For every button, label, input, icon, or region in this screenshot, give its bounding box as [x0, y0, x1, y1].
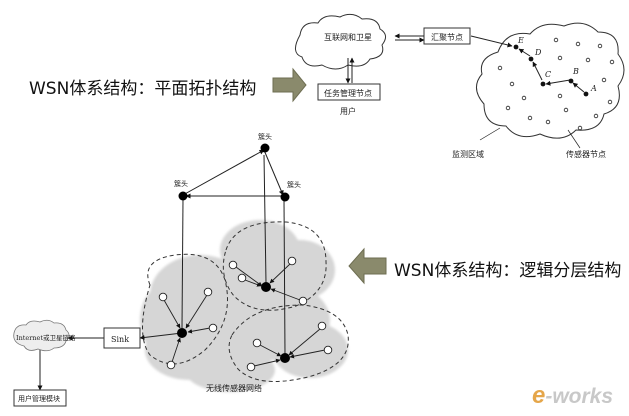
internet-label-hier: Internet或卫星链路: [16, 333, 76, 342]
cluster-head-c2: [261, 282, 271, 292]
node-d: [528, 56, 534, 62]
sink-label-hier: Sink: [111, 335, 129, 344]
caption-flat: WSN体系结构：平面拓扑结构: [29, 79, 257, 99]
internet-label: 互联网和卫星: [324, 33, 372, 42]
flat-topology: 互联网和卫星 汇聚节点 任务管理节点 用户 A: [295, 13, 625, 159]
task-manager-label: 任务管理节点: [324, 88, 372, 98]
logo-e: e: [532, 382, 546, 409]
user-mgmt-box: [13, 389, 67, 407]
routing-path: [518, 48, 585, 93]
internet-cloud: [295, 13, 386, 70]
arrow-flat: [272, 67, 307, 103]
node-e: [513, 44, 519, 50]
user-label: 用户: [340, 106, 356, 116]
cluster-head-right: [280, 192, 290, 202]
cluster-head-top: [260, 143, 270, 153]
sink-label: 汇聚节点: [431, 33, 463, 42]
member-nodes: [158, 256, 333, 372]
sensor-node-label: 传感器节点: [566, 149, 606, 159]
cluster-head-label-2: 簇头: [174, 179, 188, 188]
label-d: D: [534, 48, 542, 57]
sensor-nodes: [497, 37, 615, 131]
sink-box-hier: [103, 327, 141, 349]
label-e: E: [517, 36, 524, 45]
cluster-heads: [177, 143, 290, 363]
path-nodes: [513, 44, 589, 97]
arrow-hier: [348, 247, 387, 285]
hier-topology: 簇头 簇头 簇头 Sink I: [13, 132, 349, 407]
logo-rest: -works: [545, 385, 614, 408]
label-b: B: [572, 67, 579, 76]
user-mgmt-label: 用户管理模块: [18, 394, 60, 403]
node-b: [568, 78, 574, 84]
monitor-area-cloud: [476, 22, 625, 139]
wsn-cloud: [140, 220, 348, 392]
cluster-head-label-3: 簇头: [287, 180, 301, 189]
cluster-head-left: [178, 191, 188, 201]
wsn-label: 无线传感器网络: [206, 383, 262, 393]
caption-hier: WSN体系结构：逻辑分层结构: [394, 261, 622, 281]
task-manager-box: [317, 83, 381, 101]
node-a: [583, 91, 589, 97]
cluster-head-c1: [177, 328, 187, 338]
monitor-area-label: 监测区域: [452, 149, 484, 159]
eworks-logo: e-works: [532, 382, 613, 410]
internet-cloud-hier: [13, 319, 70, 352]
cluster-head-c3: [280, 353, 290, 363]
cluster-head-label-1: 簇头: [258, 132, 272, 141]
node-c: [540, 81, 546, 87]
label-c: C: [545, 70, 551, 79]
label-a: A: [590, 84, 597, 93]
